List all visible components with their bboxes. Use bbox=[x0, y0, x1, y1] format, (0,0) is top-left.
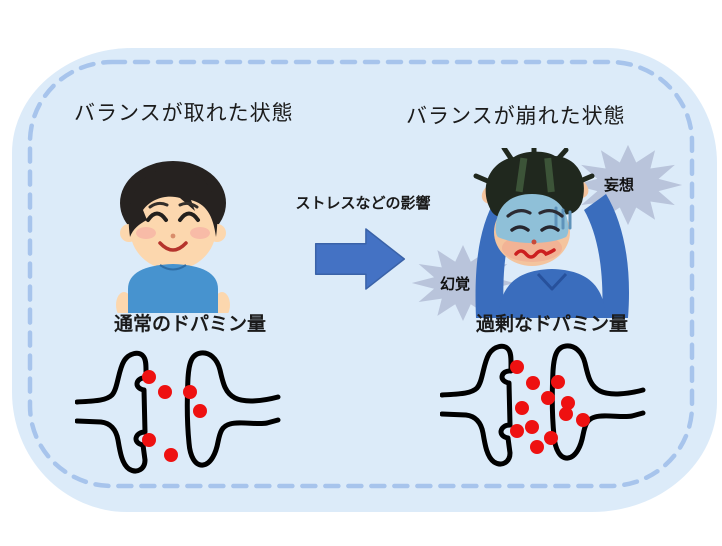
stressed-person-illustration bbox=[473, 148, 630, 318]
delusion-starburst-icon bbox=[573, 144, 683, 226]
excess-dopamine-caption: 過剰なドパミン量 bbox=[475, 314, 628, 335]
dashed-border bbox=[27, 59, 695, 489]
normal-dopamine-caption: 通常のドパミン量 bbox=[113, 314, 266, 335]
left-state-title: バランスが取れた状態 bbox=[74, 102, 294, 125]
stress-arrow-label: ストレスなどの影響 bbox=[295, 195, 431, 212]
right-state-title: バランスが崩れた状態 bbox=[406, 105, 626, 128]
synapse-normal-dopamine bbox=[75, 350, 281, 474]
background-bubble bbox=[12, 48, 717, 512]
hallucination-label: 幻覚 bbox=[440, 276, 471, 293]
right-arrow-icon bbox=[314, 228, 406, 290]
synapse-excess-dopamine bbox=[440, 343, 646, 467]
hallucination-starburst-icon bbox=[411, 245, 515, 321]
delusion-label: 妄想 bbox=[604, 177, 635, 194]
smiling-person-illustration bbox=[116, 161, 230, 313]
